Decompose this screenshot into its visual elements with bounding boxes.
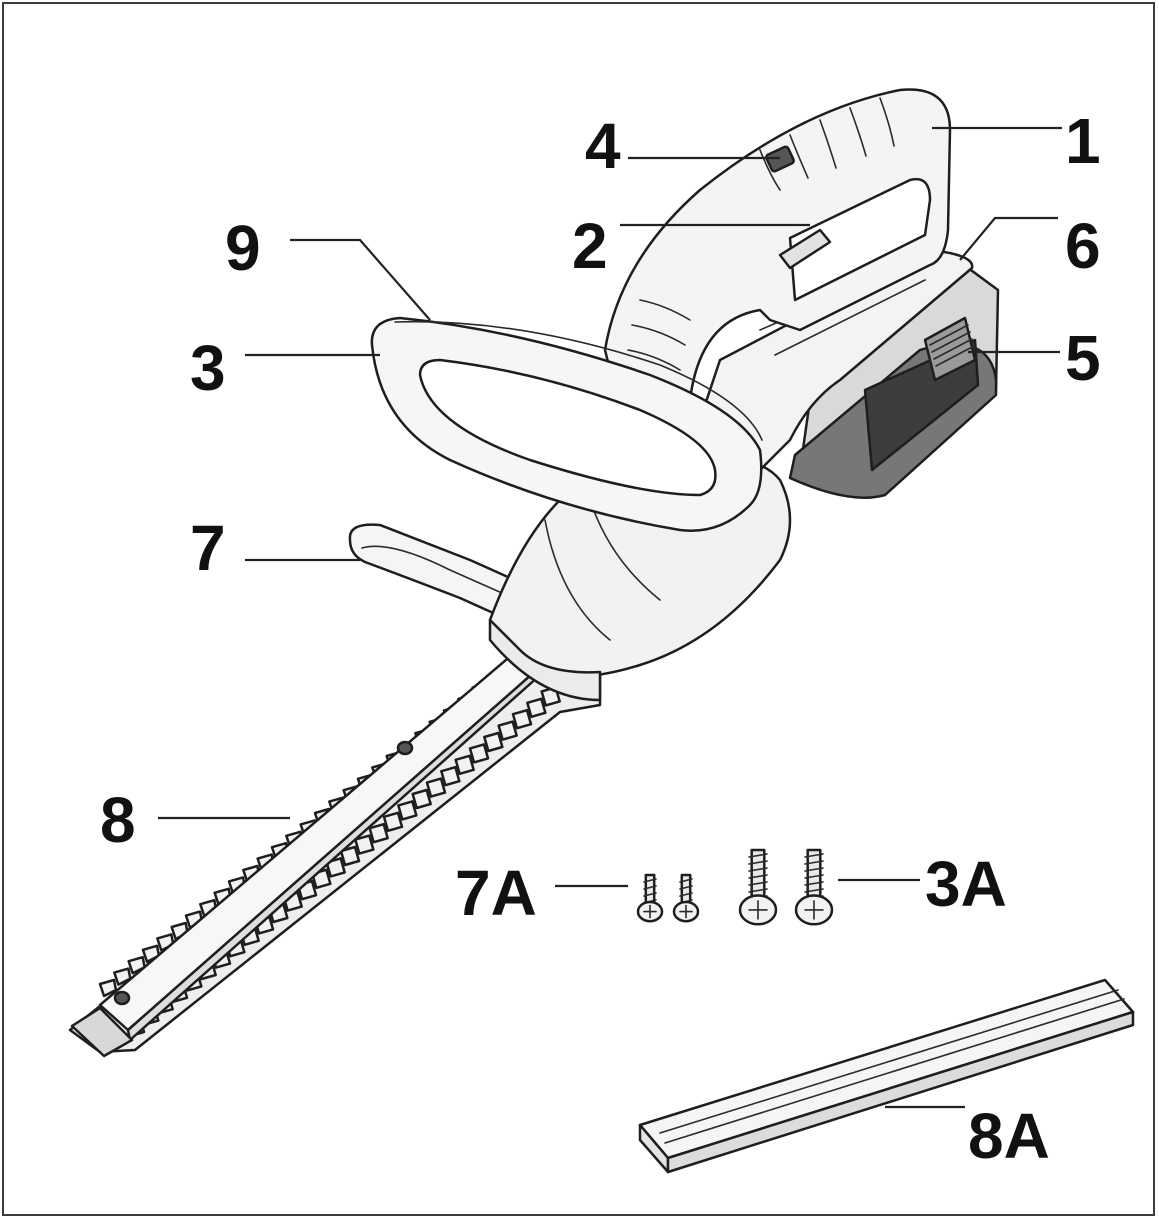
- trigger-switch: [778, 228, 832, 270]
- blade-tooth: [368, 822, 389, 844]
- rear-handle-opening: [788, 177, 932, 302]
- blade-tooth: [526, 697, 547, 719]
- callout-8a: 8A: [968, 1100, 1050, 1172]
- blade-tooth: [497, 720, 518, 741]
- blade-cover-side: [666, 1010, 1135, 1174]
- leader-9: [290, 238, 431, 321]
- blade-tooth: [425, 777, 447, 798]
- callout-labels: 1 4 2 6 9 5 3 7 8 7A 3A 8A: [100, 105, 1101, 1172]
- blade-tooth: [98, 978, 118, 998]
- callout-3: 3: [190, 332, 226, 404]
- blade-tooth: [325, 857, 346, 878]
- callout-7a: 7A: [455, 857, 537, 929]
- blade-cover-groove: [659, 989, 1119, 1134]
- phillips-screw-icon: [636, 873, 664, 923]
- callout-6: 6: [1065, 210, 1101, 282]
- leader-lines: [158, 126, 1062, 1109]
- motor-housing-seam: [544, 519, 611, 641]
- blade-tooth: [411, 788, 432, 810]
- callout-3a: 3A: [925, 848, 1007, 920]
- blade-tooth: [397, 800, 418, 821]
- callout-4: 4: [585, 110, 621, 182]
- blade-center-bar: [98, 646, 550, 1032]
- screw-set: [636, 848, 834, 926]
- callout-7: 7: [190, 512, 226, 584]
- battery-release-ribs: [929, 324, 975, 367]
- blade-assembly: [68, 646, 602, 1058]
- battery-mount-line-2: [774, 279, 926, 356]
- blade-cover-groove-2: [664, 998, 1125, 1144]
- callout-1: 1: [1065, 105, 1101, 177]
- blade-bar-side: [126, 658, 550, 1042]
- blade-tooth: [468, 743, 490, 764]
- blade-tooth: [454, 754, 475, 776]
- leader-6: [959, 216, 1058, 261]
- blade-tooth: [339, 845, 361, 867]
- blade-tip-guard: [70, 1006, 134, 1058]
- rear-handle-grip-ridges: [627, 97, 895, 396]
- blade-tooth: [354, 834, 375, 855]
- blade-tooth: [113, 967, 132, 986]
- blade-bolt-middle: [396, 740, 414, 756]
- blade-cover: [638, 978, 1135, 1174]
- blade-cover-top: [638, 978, 1135, 1160]
- blade-tooth: [382, 811, 404, 833]
- callout-2: 2: [572, 210, 608, 282]
- blade-tooth: [511, 708, 533, 730]
- blade-tooth: [483, 731, 504, 753]
- phillips-screw-icon: [738, 848, 778, 926]
- blade-mount-block: [488, 618, 602, 702]
- callout-5: 5: [1065, 322, 1101, 394]
- motor-housing-seam-2: [589, 499, 661, 601]
- battery-pack: [788, 260, 1000, 499]
- front-handle: [370, 316, 763, 532]
- front-handle-opening: [418, 358, 717, 497]
- phillips-screw-icon: [672, 873, 700, 923]
- blade-tooth: [440, 765, 461, 787]
- blade-bolt-tip: [113, 990, 131, 1006]
- phillips-screw-icon: [794, 848, 834, 926]
- callout-9: 9: [225, 212, 261, 284]
- callout-8: 8: [100, 784, 136, 856]
- front-handle-top-ridge: [394, 320, 763, 441]
